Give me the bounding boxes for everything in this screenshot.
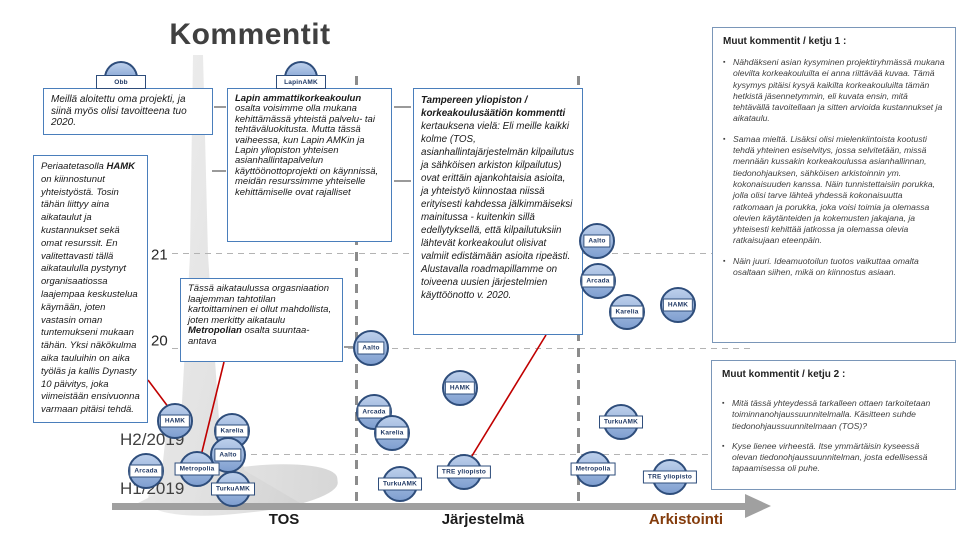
- gridline-2020: [172, 348, 755, 350]
- timeline-arrowhead-icon: [745, 494, 771, 518]
- comment-text-segment: Meillä aloitettu oma projekti, ja siinä …: [51, 94, 187, 129]
- slide-title: Kommentit: [169, 18, 331, 51]
- comment-box-lapinamk: Lapin ammattikorkeakoulun osalta voisimm…: [227, 88, 392, 242]
- comment-text-segment: osalta suuntaa-antava: [188, 325, 310, 347]
- org-bubble-label: Aalto: [583, 234, 611, 248]
- comment-text-segment: Tässä aikataulussa orgasniaation laajemm…: [188, 283, 332, 326]
- connector-dash: [214, 106, 226, 108]
- panel-bullet-item: ▪ Nähdäkseni asian kysyminen projektiryhm…: [723, 57, 945, 125]
- org-bubble-label: Karelia: [610, 305, 644, 319]
- panel-ketju-1-title: Muut kommentit / ketju 1 :: [723, 36, 847, 47]
- org-bubble-label: Metropolia: [570, 462, 616, 476]
- org-callout-lapinamk: LapinAMK: [276, 61, 326, 89]
- connector-dash: [394, 180, 411, 182]
- org-bubble-label: Arcada: [129, 464, 163, 478]
- comment-text-segment: Lapin ammattikorkeakoulun: [235, 93, 362, 104]
- comment-box-obb: Meillä aloitettu oma projekti, ja siinä …: [43, 88, 213, 135]
- org-bubble-label: Arcada: [357, 405, 391, 419]
- comment-box-hamk: Periaatetasolla HAMK on kiinnostunut yht…: [33, 155, 148, 423]
- bullet-icon: ▪: [723, 257, 726, 265]
- connector-dash: [394, 106, 411, 108]
- panel-ketju-2-title: Muut kommentit / ketju 2 :: [722, 369, 846, 380]
- connector-dash: [212, 170, 226, 172]
- bullet-icon: ▪: [722, 400, 725, 407]
- gridline-h2-2019: [240, 454, 712, 456]
- org-bubble-label: HAMK: [159, 414, 191, 428]
- org-bubble-label: TurkuAMK: [378, 477, 422, 491]
- bullet-icon: ▪: [722, 442, 725, 450]
- panel-bullet-item: ▪ Kyse lienee virheestä. Itse ymmärtäisin…: [722, 441, 945, 475]
- panel-bullet-text: Kyse lienee virheestä. Itse ymmärtäisin …: [732, 440, 928, 474]
- comment-box-tampere: Tampereen yliopiston / korkeakoulusäätiö…: [413, 88, 583, 335]
- org-bubble-label: TRE yliopisto: [642, 470, 698, 484]
- timeline-axis-bar: [112, 503, 748, 510]
- comment-text-segment: osalta voisimme olla mukana kehittämässä…: [235, 103, 379, 198]
- panel-bullet-item: ▪ Mitä tässä yhteydessä tarkalleen ottaen…: [722, 398, 945, 432]
- org-callout-label: Obb: [96, 75, 146, 89]
- year-label-20: 20: [151, 332, 168, 350]
- panel-bullet-text: Mitä tässä yhteydessä tarkalleen ottaen …: [732, 398, 931, 431]
- panel-ketju-1-bullets: ▪ Nähdäkseni asian kysyminen projektiryhm…: [723, 57, 945, 278]
- panel-bullet-text: Samaa mieltä. Lisäksi olisi mielenkiinto…: [733, 133, 936, 246]
- org-bubble-label: TurkuAMK: [211, 482, 255, 496]
- org-bubble-label: Aalto: [357, 341, 385, 355]
- comment-text-segment: HAMK: [106, 161, 135, 172]
- comment-box-metropolia: Tässä aikataulussa orgasniaation laajemm…: [180, 278, 343, 362]
- comment-text-segment: Metropolian: [188, 325, 242, 337]
- org-bubble-label: TurkuAMK: [599, 415, 643, 429]
- panel-ketju-1: Muut kommentit / ketju 1 : ▪ Nähdäkseni a…: [712, 27, 956, 343]
- axis-label-arkistointi: Arkistointi: [648, 511, 724, 528]
- org-bubble-label: Metropolia: [174, 462, 220, 476]
- comment-text-segment: kertauksena vielä: Eli meille kaikki kol…: [421, 121, 575, 301]
- axis-label-järjestelmä: Järjestelmä: [441, 511, 525, 528]
- org-callout-obb: Obb: [96, 61, 146, 89]
- panel-bullet-item: ▪ Samaa mieltä. Lisäksi olisi mielenkiint…: [723, 134, 945, 247]
- divider-tos-jarjestelma: [355, 76, 358, 503]
- org-bubble-label: Arcada: [581, 274, 615, 288]
- comment-text-segment: Tampereen yliopiston / korkeakoulusäätiö…: [421, 95, 566, 119]
- org-bubble-label: Aalto: [214, 448, 242, 462]
- panel-ketju-2-bullets: ▪ Mitä tässä yhteydessä tarkalleen ottaen…: [722, 398, 945, 475]
- panel-bullet-item: ▪ Näin juuri. Ideamuotoilun tuotos vaikut…: [723, 256, 945, 279]
- axis-label-tos: TOS: [268, 511, 300, 528]
- panel-bullet-text: Nähdäkseni asian kysyminen projektiryhmä…: [733, 57, 945, 124]
- comment-text-segment: Periaatetasolla: [41, 161, 107, 172]
- panel-bullet-text: Näin juuri. Ideamuotoilun tuotos vaikutt…: [733, 255, 919, 278]
- year-label-21: 21: [151, 246, 168, 264]
- org-bubble-label: HAMK: [662, 298, 694, 312]
- bullet-icon: ▪: [723, 135, 726, 143]
- org-callout-label: LapinAMK: [276, 75, 326, 89]
- comment-text-segment: on kiinnostunut yhteistyöstä. Tosin tähä…: [41, 173, 140, 416]
- org-bubble-label: Karelia: [375, 426, 409, 440]
- connector-dash: [344, 346, 353, 348]
- org-bubble-label: HAMK: [444, 381, 476, 395]
- org-bubble-label: TRE yliopisto: [436, 465, 492, 479]
- panel-ketju-2: Muut kommentit / ketju 2 : ▪ Mitä tässä y…: [711, 360, 956, 490]
- org-bubble-label: Karelia: [215, 424, 249, 438]
- bullet-icon: ▪: [723, 59, 726, 66]
